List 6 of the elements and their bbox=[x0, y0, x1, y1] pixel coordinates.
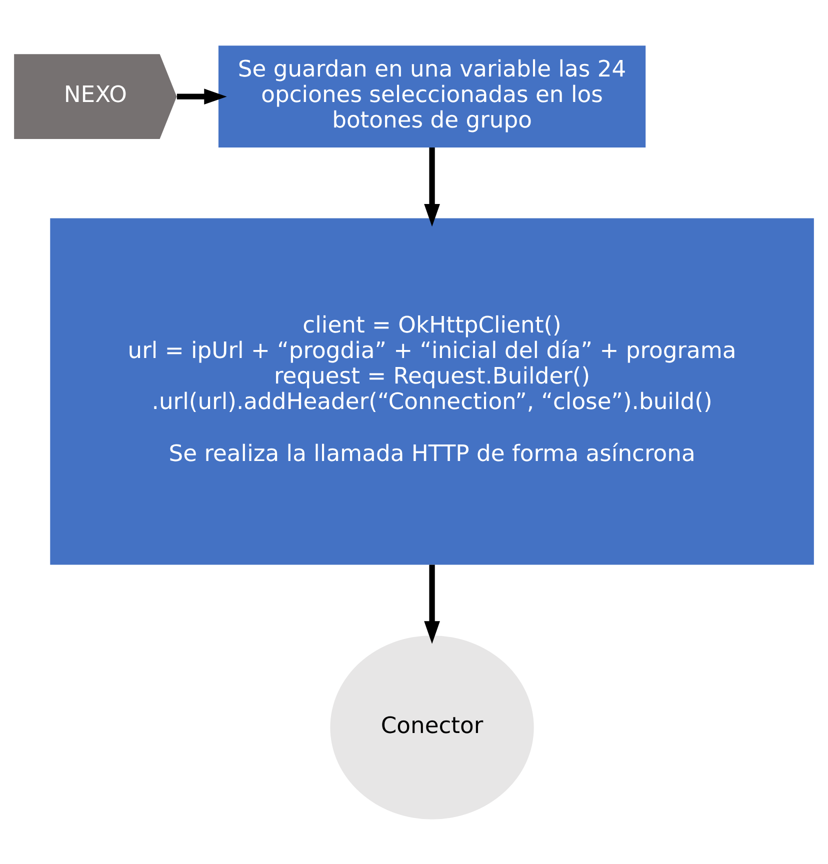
arrow bbox=[424, 147, 440, 226]
arrow bbox=[176, 88, 227, 104]
node-box: Se guardan en una variable las 24 opciones seleccionadas en los botones de grupo bbox=[218, 45, 646, 147]
arrow bbox=[424, 564, 440, 644]
node-circle: Conector bbox=[330, 634, 534, 819]
node-box: client = OkHttpClient() url = ipUrl + “progdia” + “inicial del día” + programa request = Request.Builder() .url(url).addHeader(“Connection”, “close”).build() Se realiza la llamada HTTP de forma asíncrona bbox=[50, 218, 814, 564]
